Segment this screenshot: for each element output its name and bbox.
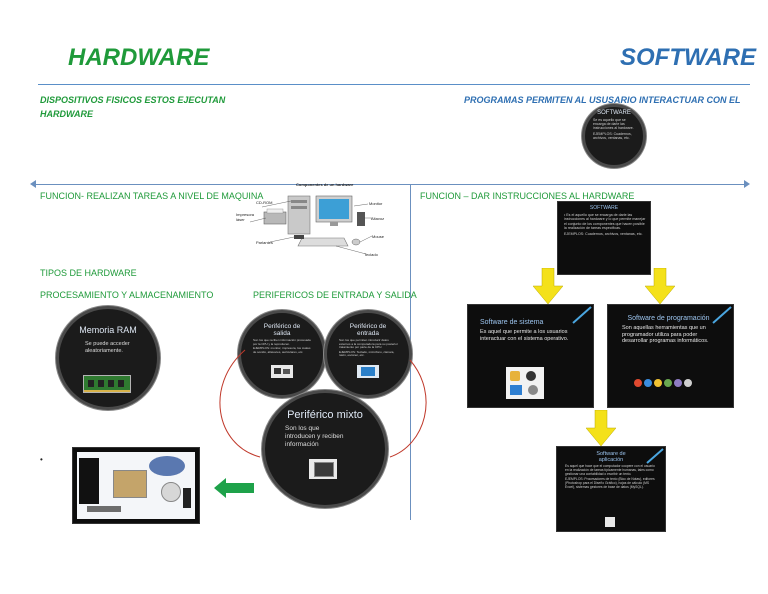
memoria-ram-title: Memoria RAM	[79, 325, 137, 335]
computer-illustration	[249, 195, 373, 255]
periferico-entrada-title: Periférico de entrada	[349, 323, 387, 337]
entrada-devices-image	[357, 365, 379, 378]
software-aplicacion-text: Es aquel que hace que el computador coop…	[565, 464, 655, 476]
software-main-title: SOFTWARE	[589, 205, 619, 211]
storage-devices-image	[72, 447, 200, 524]
software-sistema-title: Software de sistema	[480, 319, 544, 326]
software-main-text: • Es el aquello que se encarga de darle …	[564, 213, 646, 231]
software-aplicacion-example: EJEMPLOS: Procesadores de texto (Bloc de…	[565, 476, 655, 489]
periferico-entrada-text: Son los que permiten introducir datos ex…	[339, 338, 398, 350]
hardware-subtitle-line2: HARDWARE	[40, 109, 93, 119]
software-programacion-panel: Software de programación Son aquellas he…	[607, 304, 734, 408]
panel-corner-line	[572, 306, 592, 324]
hardware-title: HARDWARE	[68, 44, 210, 71]
diagram-label-teclado: Teclado	[364, 252, 378, 257]
programming-icons-image	[634, 377, 698, 391]
diagram-label-mouse: Mouse	[372, 234, 385, 239]
middle-divider	[34, 184, 746, 185]
memoria-ram-text: Se puede acceder aleatoriamente.	[85, 341, 130, 354]
computer-components-diagram: Componentes de un hardware CD-ROM Impres…	[236, 182, 386, 262]
yellow-arrow-bottom	[586, 410, 616, 446]
software-subtitle: PROGRAMAS PERMITEN AL USUSARIO INTERACTU…	[464, 95, 741, 105]
software-main-example: EJEMPLOS: Cuadernos, archivos, ventanas,…	[564, 231, 643, 236]
mixto-device-image	[309, 459, 337, 479]
perifericos-connectors	[219, 349, 427, 458]
software-sistema-text: Es aquel que permite a los usuarios inte…	[480, 329, 569, 342]
divider-right-arrowhead	[744, 180, 750, 188]
os-logos-image	[506, 367, 544, 399]
periferico-salida-example: EJEMPLOS: monitor, impresora, los cuales…	[253, 346, 311, 354]
divider-left-arrowhead	[30, 180, 36, 188]
salida-devices-image	[271, 365, 293, 378]
periferico-entrada-example: EJEMPLOS: Teclado, micrófono, cámara, ra…	[339, 349, 395, 358]
software-aplicacion-title: Software de aplicación	[596, 451, 626, 463]
diagram-label-impresora: Impresora láser	[236, 212, 255, 222]
perifericos-label: PERIFERICOS DE ENTRADA Y SALIDA	[253, 290, 417, 300]
periferico-entrada-circle: Periférico de entrada Son los que permit…	[324, 310, 412, 398]
hardware-subtitle-line1: DISPOSITIVOS FISICOS ESTOS EJECUTAN	[40, 95, 226, 105]
bullet-mark: •	[40, 455, 43, 464]
software-circle-example: EJEMPLOS: Cuadernos, archivos, ventanas,…	[593, 132, 632, 140]
software-circle-title: SOFTWARE	[597, 110, 631, 116]
panel-corner-line	[646, 448, 664, 464]
diagram-label-cdrom: CD-ROM	[256, 200, 273, 205]
memoria-ram-circle: Memoria RAM Se puede acceder aleatoriame…	[56, 306, 160, 410]
ram-module-image	[83, 375, 131, 393]
yellow-arrow-left	[533, 268, 563, 304]
hardware-funcion: FUNCION- REALIZAN TAREAS A NIVEL DE MAQU…	[40, 191, 264, 201]
software-main-panel: SOFTWARE • Es el aquello que se encarga …	[557, 201, 651, 275]
yellow-arrow-right	[645, 268, 675, 304]
software-title: SOFTWARE	[620, 44, 756, 71]
green-left-arrow	[214, 478, 254, 498]
periferico-mixto-text: Son los que introducen y reciben informa…	[285, 425, 344, 448]
software-programacion-text: Son aquellas herramientas que un program…	[622, 325, 709, 344]
panel-corner-line	[712, 306, 732, 324]
software-circle: SOFTWARE Se es aquello que se encarga de…	[582, 104, 646, 168]
diagram-label-parlantes: Parlantes	[256, 240, 273, 245]
diagram-caption: Componentes de un hardware	[296, 182, 354, 187]
periferico-mixto-circle: Periférico mixto Son los que introducen …	[262, 390, 388, 508]
procesamiento-label: PROCESAMIENTO Y ALMACENAMIENTO	[40, 290, 214, 300]
software-sistema-panel: Software de sistema Es aquel que permite…	[467, 304, 594, 408]
software-programacion-title: Software de programación	[627, 315, 710, 322]
periferico-mixto-title: Periférico mixto	[287, 409, 363, 421]
diagram-label-monitor: Monitor	[369, 201, 383, 206]
software-circle-text: Se es aquello que se encarga de darle la…	[593, 118, 634, 130]
software-aplicacion-panel: Software de aplicación Es aquel que hace…	[556, 446, 666, 532]
software-funcion: FUNCION – DAR INSTRUCCIONES AL HARDWARE	[420, 191, 635, 201]
periferico-salida-circle: Periférico de salida Son los que reciben…	[238, 310, 326, 398]
diagram-label-altavoz: Altavoz	[371, 216, 385, 221]
office-logo-image	[605, 517, 615, 527]
top-divider	[38, 84, 750, 85]
periferico-salida-text: Son los que reciben información procesad…	[253, 338, 311, 346]
tipos-hardware-label: TIPOS DE HARDWARE	[40, 268, 137, 278]
periferico-salida-title: Periférico de salida	[263, 323, 301, 337]
